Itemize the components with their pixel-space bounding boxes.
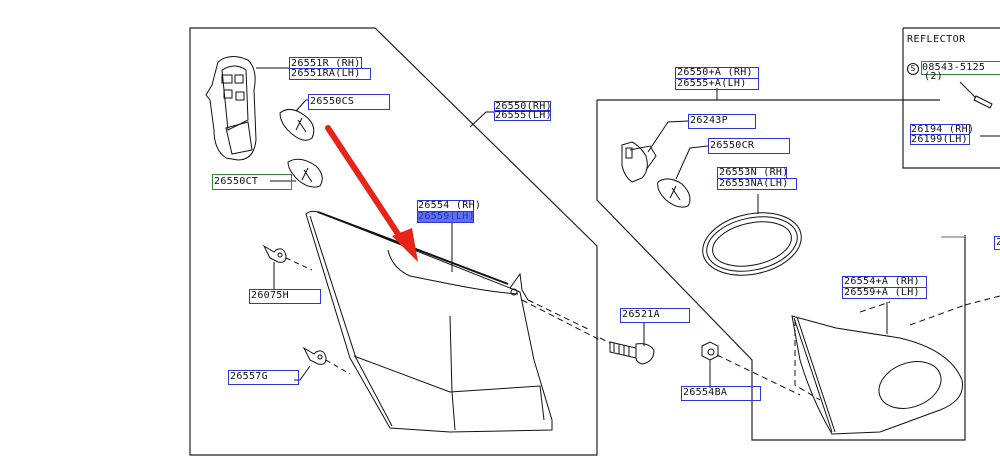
- label-bolt[interactable]: 26521A: [622, 309, 660, 320]
- label-nut[interactable]: 26554BA: [683, 387, 728, 398]
- clip-lower-illustration: [294, 346, 351, 381]
- label-edge-fragment: 2: [996, 237, 1000, 248]
- label-inner-lens-body-rh[interactable]: 26554+A (RH): [844, 276, 920, 287]
- inner-socket-illustration: [621, 120, 689, 183]
- label-reflector-rh[interactable]: 26194 (RH): [911, 124, 975, 135]
- clip-upper-illustration: [262, 244, 313, 290]
- reflector-screw-illustration: [959, 81, 1000, 137]
- label-reflector-screw-qty: (2): [924, 71, 943, 82]
- socket-illustration: [205, 56, 290, 161]
- nut-illustration: [701, 341, 719, 388]
- screw-symbol-icon: S: [907, 63, 919, 75]
- label-inner-lens-body-lh[interactable]: 26559+A (LH): [844, 287, 920, 298]
- label-socket-rh[interactable]: 26551R (RH): [291, 58, 361, 69]
- selected-highlight: [417, 211, 474, 223]
- label-inner-lamp-assy-rh[interactable]: 26550+A (RH): [677, 67, 753, 78]
- label-clip-lower[interactable]: 26557G: [230, 371, 268, 382]
- label-lens-body-lh[interactable]: 26559(LH): [418, 211, 475, 222]
- bolt-illustration: [609, 322, 655, 365]
- inner-lens-body-illustration: [791, 302, 964, 435]
- bulb-turn-illustration: [270, 158, 323, 188]
- inner-bulb-illustration: [657, 145, 709, 208]
- label-inner-socket[interactable]: 26243P: [690, 115, 728, 126]
- reflector-inset-frame: [902, 27, 1000, 169]
- pointer-arrow: [325, 125, 418, 262]
- bulb-stop-illustration: [279, 99, 315, 141]
- label-clip-upper[interactable]: 26075H: [251, 290, 289, 301]
- label-bulb-turn[interactable]: 26550CT: [214, 176, 259, 187]
- lens-body-illustration: [305, 210, 553, 433]
- label-reflector-screw[interactable]: 08543-5125: [922, 62, 986, 73]
- label-gasket-lh[interactable]: 26553NA(LH): [719, 178, 789, 189]
- label-lens-body-rh[interactable]: 26554 (RH): [418, 200, 482, 211]
- label-gasket-rh[interactable]: 26553N (RH): [719, 167, 789, 178]
- label-inner-lamp-assy-lh[interactable]: 26555+A(LH): [677, 78, 747, 89]
- label-lamp-assy-lh[interactable]: 26555(LH): [495, 110, 552, 121]
- label-lamp-assy-rh[interactable]: 26550(RH): [495, 101, 552, 112]
- gasket-illustration: [702, 194, 802, 276]
- label-reflector-lh[interactable]: 26199(LH): [911, 134, 968, 145]
- main-panel-frame: [189, 27, 598, 456]
- label-inner-bulb[interactable]: 26550CR: [710, 140, 755, 151]
- label-socket-lh[interactable]: 26551RA(LH): [291, 68, 361, 79]
- reflector-inset-title: REFLECTOR: [907, 34, 966, 45]
- label-bulb-stop[interactable]: 26550CS: [310, 96, 355, 107]
